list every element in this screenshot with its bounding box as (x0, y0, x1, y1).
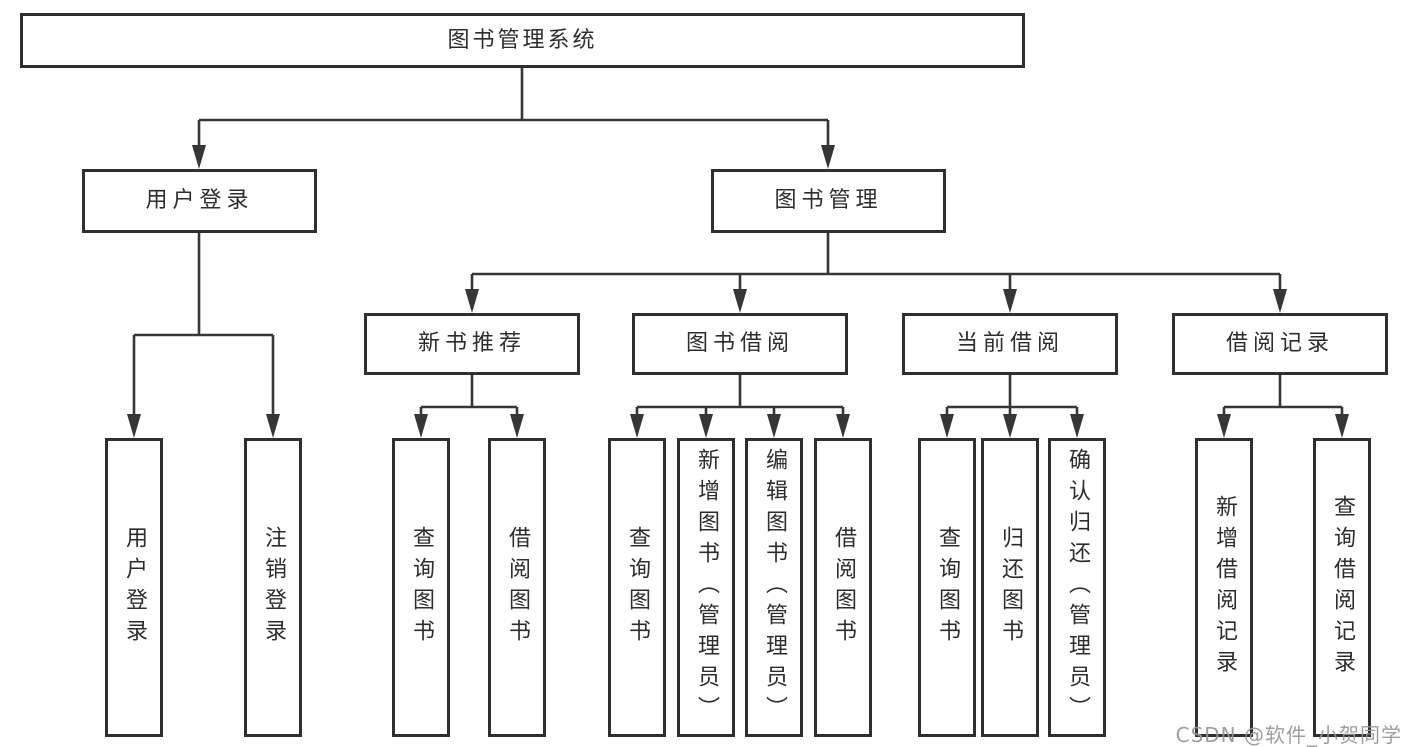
node-leaf-user-login-label: 用户登录 (122, 525, 147, 650)
arrowhead-icon (1003, 289, 1017, 313)
node-new-book-label: 新书推荐 (417, 331, 526, 356)
node-borrow-record: 借阅记录 (1172, 313, 1388, 375)
node-leaf-logout: 注销登录 (244, 438, 302, 737)
node-br-query: 查询借阅记录 (1313, 438, 1371, 737)
node-book-mgmt-label: 图书管理 (774, 188, 883, 213)
watermark: CSDN @软件_小贺同学 (1175, 723, 1402, 747)
arrowhead-icon (1070, 414, 1084, 438)
arrowhead-icon (733, 289, 747, 313)
node-nb-borrow-label: 借阅图书 (505, 525, 530, 650)
node-book-borrow-label: 图书借阅 (685, 331, 794, 356)
node-br-add: 新增借阅记录 (1195, 438, 1253, 737)
connector-current-borrow (945, 375, 1079, 417)
connector-book-mgmt (470, 233, 1282, 292)
node-borrow-record-label: 借阅记录 (1225, 331, 1334, 356)
arrowhead-icon (266, 414, 280, 438)
arrowhead-icon (1273, 289, 1287, 313)
node-user-login-label: 用户登录 (145, 188, 254, 213)
node-bb-edit: 编辑图书（管理员） (745, 438, 803, 737)
arrowhead-icon (127, 414, 141, 438)
node-current-borrow: 当前借阅 (902, 313, 1118, 375)
connector-borrow-record (1222, 375, 1344, 417)
node-user-login: 用户登录 (82, 169, 317, 233)
node-bb-add: 新增图书（管理员） (677, 438, 735, 737)
arrowhead-icon (192, 145, 206, 169)
arrowhead-icon (465, 289, 479, 313)
node-current-borrow-label: 当前借阅 (955, 331, 1064, 356)
node-root: 图书管理系统 (20, 13, 1025, 68)
node-nb-query: 查询图书 (392, 438, 450, 737)
arrowhead-icon (414, 414, 428, 438)
arrowhead-icon (510, 414, 524, 438)
node-bb-borrow: 借阅图书 (814, 438, 872, 737)
node-book-borrow: 图书借阅 (632, 313, 848, 375)
node-cb-confirm-label: 确认归还（管理员） (1065, 448, 1090, 727)
arrowhead-icon (699, 414, 713, 438)
arrowhead-icon (940, 414, 954, 438)
node-cb-return: 归还图书 (981, 438, 1039, 737)
node-book-mgmt: 图书管理 (711, 169, 946, 233)
connector-root (197, 68, 830, 148)
node-bb-query-label: 查询图书 (625, 525, 650, 650)
node-cb-query: 查询图书 (918, 438, 976, 737)
node-new-book: 新书推荐 (364, 313, 580, 375)
node-br-add-label: 新增借阅记录 (1212, 494, 1237, 681)
node-bb-edit-label: 编辑图书（管理员） (762, 448, 787, 727)
arrowhead-icon (1003, 414, 1017, 438)
node-leaf-user-login: 用户登录 (105, 438, 163, 737)
node-leaf-logout-label: 注销登录 (261, 525, 286, 650)
node-bb-borrow-label: 借阅图书 (831, 525, 856, 650)
node-nb-borrow: 借阅图书 (488, 438, 546, 737)
arrowhead-icon (1335, 414, 1349, 438)
arrowhead-icon (1217, 414, 1231, 438)
connector-book-borrow (635, 375, 845, 417)
node-root-label: 图书管理系统 (447, 27, 598, 53)
node-cb-confirm: 确认归还（管理员） (1048, 438, 1106, 737)
node-cb-return-label: 归还图书 (998, 525, 1023, 650)
connector-user-login (132, 233, 275, 417)
node-cb-query-label: 查询图书 (935, 525, 960, 650)
arrowhead-icon (836, 414, 850, 438)
arrowhead-icon (821, 145, 835, 169)
node-br-query-label: 查询借阅记录 (1330, 494, 1355, 681)
arrowheads (127, 145, 1349, 438)
connector-new-book (419, 375, 519, 417)
node-nb-query-label: 查询图书 (409, 525, 434, 650)
node-bb-query: 查询图书 (608, 438, 666, 737)
arrowhead-icon (767, 414, 781, 438)
node-bb-add-label: 新增图书（管理员） (694, 448, 719, 727)
arrowhead-icon (630, 414, 644, 438)
